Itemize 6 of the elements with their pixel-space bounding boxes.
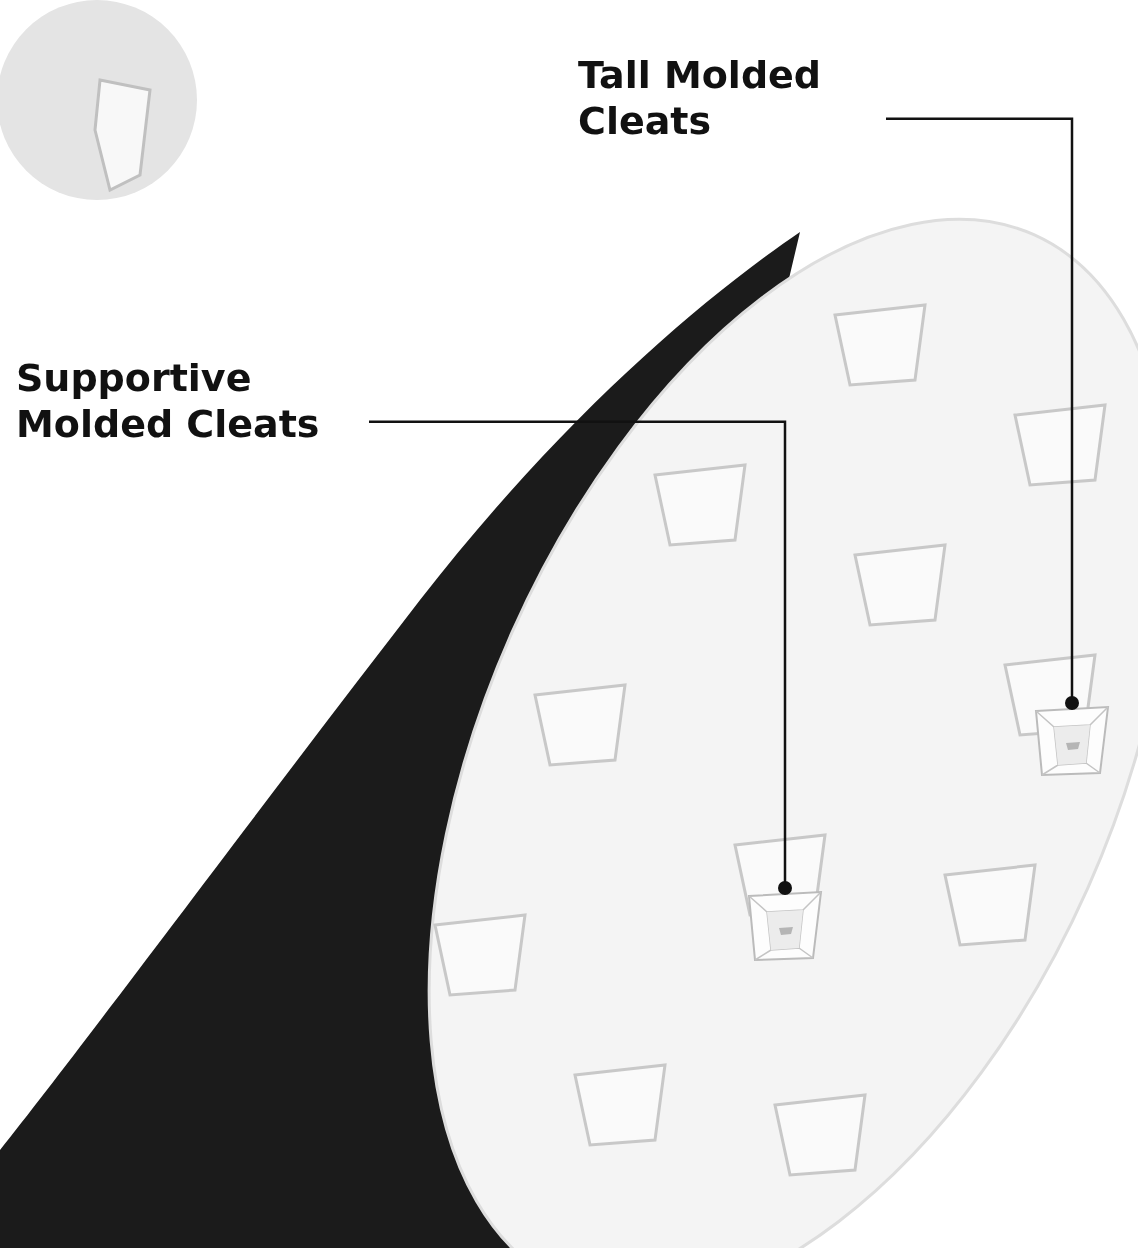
- cleat-drawing: [745, 888, 825, 963]
- leader-line: [369, 420, 792, 895]
- cleat-drawing: [1032, 703, 1112, 778]
- callout-label: Supportive Molded Cleats: [16, 355, 361, 448]
- leader-line: [886, 117, 1079, 710]
- callout-label: Tall Molded Cleats: [578, 52, 878, 145]
